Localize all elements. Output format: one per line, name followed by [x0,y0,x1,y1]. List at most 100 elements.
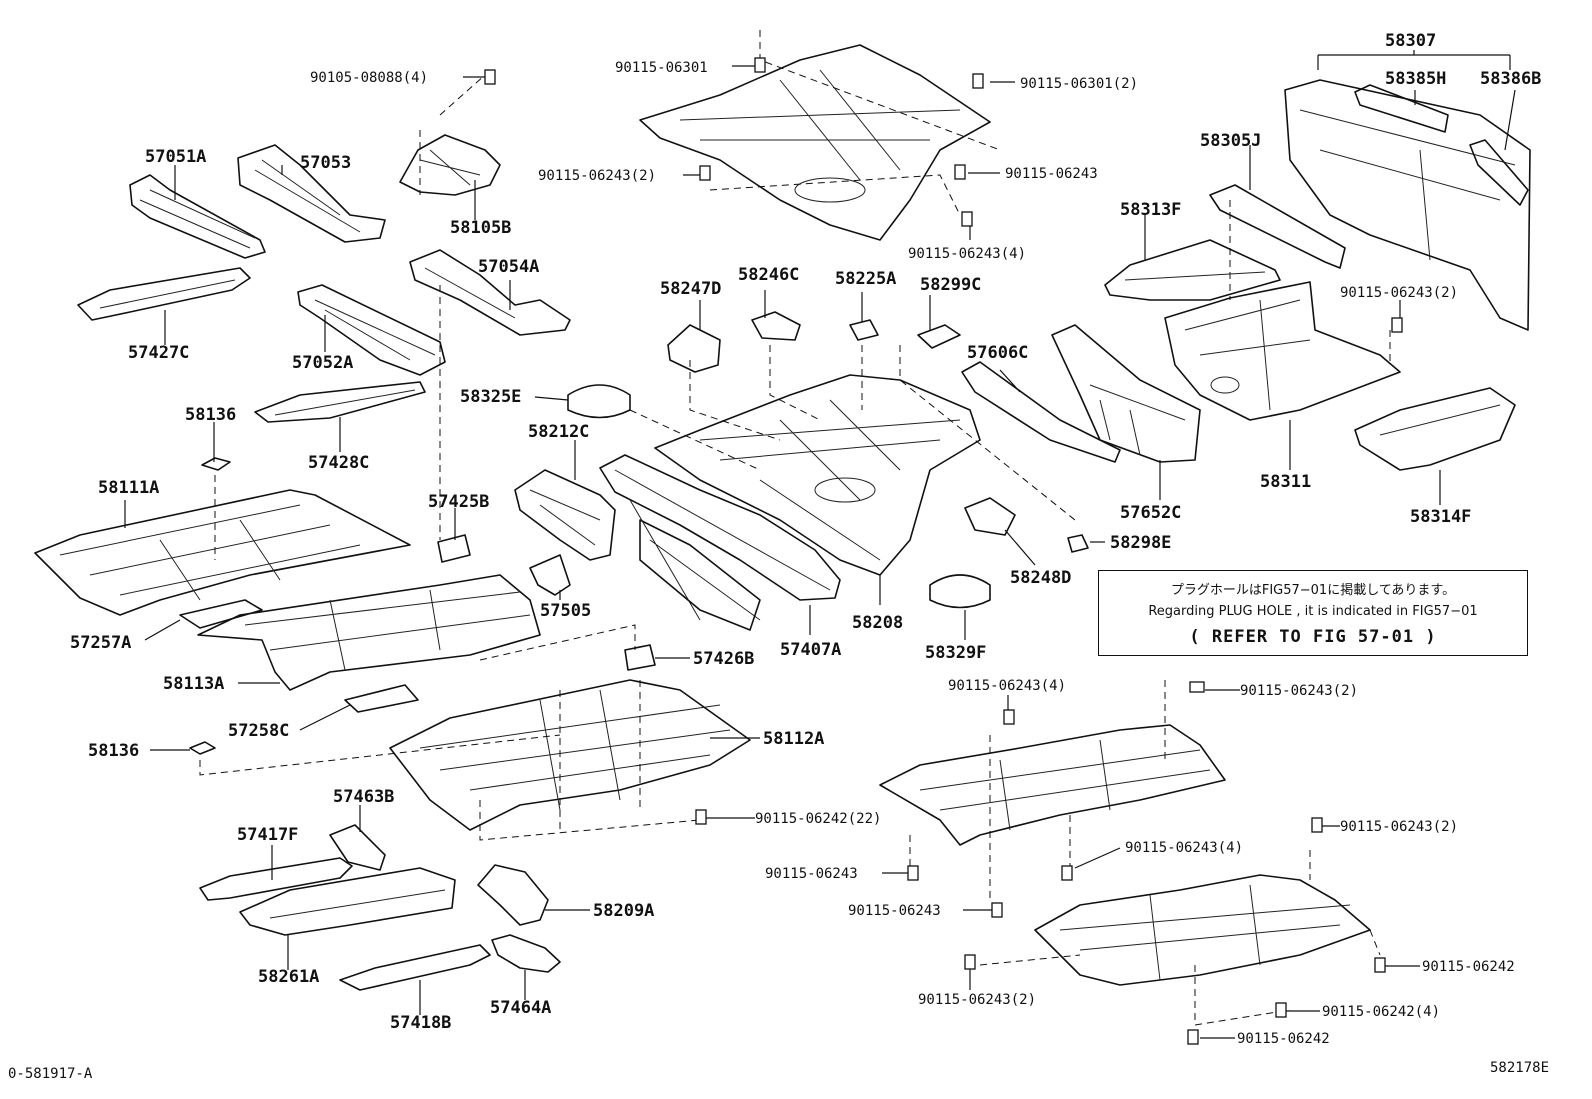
label-90115-06242-b[interactable]: 90115-06242 [1237,1031,1330,1047]
part-57051a[interactable] [129,174,266,259]
label-58311[interactable]: 58311 [1260,472,1311,492]
label-90115-06243-c[interactable]: 90115-06243 [848,903,941,919]
label-57427c[interactable]: 57427C [128,343,189,363]
part-58248d[interactable] [964,497,1016,536]
label-90115-06243-2-e[interactable]: 90115-06243(2) [918,992,1036,1008]
label-57052a[interactable]: 57052A [292,353,353,373]
part-58386b[interactable] [1469,139,1529,206]
label-57463b[interactable]: 57463B [333,787,394,807]
label-90115-06242-a[interactable]: 90115-06242 [1422,959,1515,975]
part-57464a[interactable] [491,934,561,973]
label-58261a[interactable]: 58261A [258,967,319,987]
part-58112a[interactable] [389,679,751,831]
label-90115-06243-2-b[interactable]: 90115-06243(2) [1340,285,1458,301]
label-57652c[interactable]: 57652C [1120,503,1181,523]
label-58136-b[interactable]: 58136 [88,741,139,761]
part-58111a[interactable] [34,489,411,616]
label-90115-06301-2[interactable]: 90115-06301(2) [1020,76,1138,92]
part-58299c[interactable] [917,324,961,349]
label-57606c[interactable]: 57606C [967,343,1028,363]
part-58385h[interactable] [1354,84,1449,133]
part-58136-lower[interactable] [189,741,216,755]
label-90115-06242-22[interactable]: 90115-06242(22) [755,811,881,827]
part-57053[interactable] [237,144,386,243]
part-57427c[interactable] [77,267,251,321]
part-58307[interactable] [1284,79,1531,331]
part-58212c[interactable] [514,469,616,561]
label-90115-06243-b[interactable]: 90115-06243 [765,866,858,882]
part-58208[interactable] [654,374,981,576]
part-58247d[interactable] [667,324,721,373]
part-58329f[interactable] [929,574,991,609]
part-58305j[interactable] [1209,184,1346,269]
part-58246c[interactable] [751,311,801,341]
label-90115-06243-4-a[interactable]: 90115-06243(4) [908,246,1026,262]
label-57418b[interactable]: 57418B [390,1013,451,1033]
part-58136-upper[interactable] [201,457,231,471]
label-57505[interactable]: 57505 [540,601,591,621]
part-57257a[interactable] [179,599,263,629]
part-lower-right-floor-1[interactable] [879,724,1226,846]
label-90115-06242-4[interactable]: 90115-06242(4) [1322,1004,1440,1020]
part-58298e[interactable] [1067,534,1089,553]
label-58136-a[interactable]: 58136 [185,405,236,425]
part-57417f[interactable] [199,857,353,901]
label-58385h[interactable]: 58385H [1385,69,1446,89]
label-57054a[interactable]: 57054A [478,257,539,277]
part-57407a[interactable] [599,454,841,631]
label-58247d[interactable]: 58247D [660,279,721,299]
part-lower-right-floor-2[interactable] [1034,874,1371,986]
part-58113a[interactable] [197,574,541,691]
label-58314f[interactable]: 58314F [1410,507,1471,527]
label-90105-08088-4[interactable]: 90105-08088(4) [310,70,428,86]
note-refer-link[interactable]: ( REFER TO FIG 57-01 ) [1189,627,1437,647]
part-58105b[interactable] [399,134,501,196]
part-57258c[interactable] [344,684,419,713]
label-58209a[interactable]: 58209A [593,901,654,921]
label-57257a[interactable]: 57257A [70,633,131,653]
label-58248d[interactable]: 58248D [1010,568,1071,588]
label-58307[interactable]: 58307 [1385,31,1436,51]
part-58209a[interactable] [477,864,549,926]
part-58261a[interactable] [239,867,456,936]
label-58305j[interactable]: 58305J [1200,131,1261,151]
label-58325e[interactable]: 58325E [460,387,521,407]
label-57425b[interactable]: 57425B [428,492,489,512]
label-58225a[interactable]: 58225A [835,269,896,289]
part-57426b[interactable] [624,644,656,671]
part-58311[interactable] [1164,281,1401,421]
label-58212c[interactable]: 58212C [528,422,589,442]
part-57428c[interactable] [254,381,426,423]
label-58208[interactable]: 58208 [852,613,903,633]
label-58329f[interactable]: 58329F [925,643,986,663]
label-57428c[interactable]: 57428C [308,453,369,473]
part-58314f[interactable] [1354,387,1516,471]
label-57258c[interactable]: 57258C [228,721,289,741]
label-90115-06243-2-c[interactable]: 90115-06243(2) [1240,683,1358,699]
label-90115-06243-2-d[interactable]: 90115-06243(2) [1340,819,1458,835]
part-57463b[interactable] [329,824,386,871]
label-57407a[interactable]: 57407A [780,640,841,660]
part-57505[interactable] [529,554,571,596]
part-upper-floor[interactable] [639,44,991,241]
label-58105b[interactable]: 58105B [450,218,511,238]
part-57652c[interactable] [1051,324,1201,463]
part-57054a[interactable] [409,249,571,336]
label-57426b[interactable]: 57426B [693,649,754,669]
label-90115-06243-2-a[interactable]: 90115-06243(2) [538,168,656,184]
part-58313f[interactable] [1104,239,1281,301]
part-57418b[interactable] [339,944,491,991]
label-58246c[interactable]: 58246C [738,265,799,285]
label-58313f[interactable]: 58313F [1120,200,1181,220]
label-57417f[interactable]: 57417F [237,825,298,845]
label-90115-06243-a[interactable]: 90115-06243 [1005,166,1098,182]
label-58386b[interactable]: 58386B [1480,69,1541,89]
label-90115-06243-4-b[interactable]: 90115-06243(4) [948,678,1066,694]
label-58113a[interactable]: 58113A [163,674,224,694]
label-58299c[interactable]: 58299C [920,275,981,295]
part-57052a[interactable] [297,284,446,376]
label-58112a[interactable]: 58112A [763,729,824,749]
label-57053[interactable]: 57053 [300,153,351,173]
part-57606c[interactable] [961,361,1121,463]
label-57464a[interactable]: 57464A [490,998,551,1018]
